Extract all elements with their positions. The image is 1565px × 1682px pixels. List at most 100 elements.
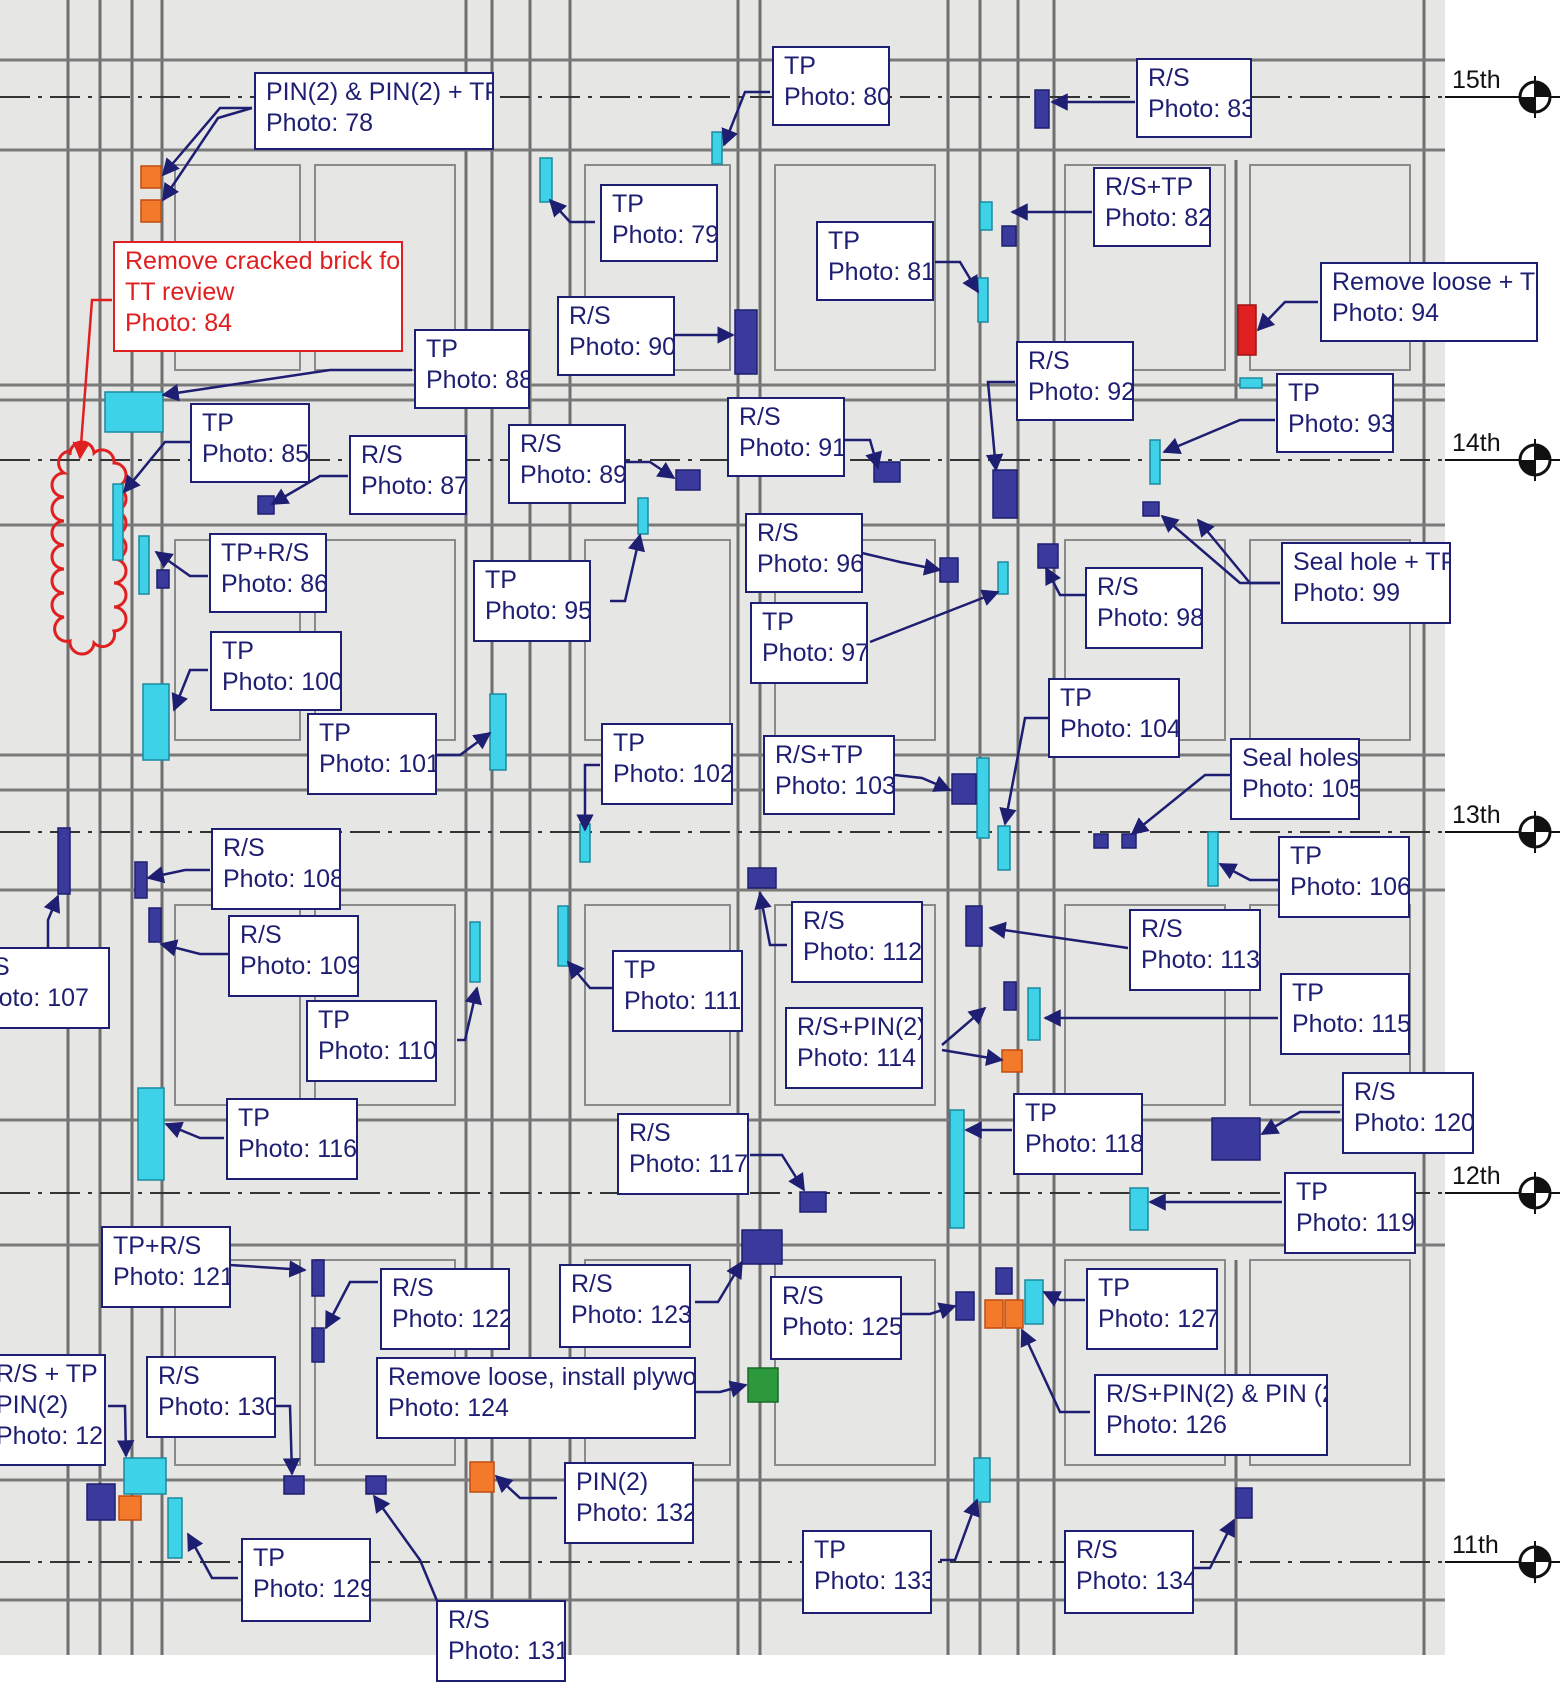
- callout-photo-133[interactable]: TP Photo: 133: [802, 1530, 932, 1614]
- callout-photo-126[interactable]: R/S+PIN(2) & PIN (2) Photo: 126: [1094, 1374, 1328, 1456]
- callout-photo-100[interactable]: TP Photo: 100: [210, 631, 342, 711]
- callout-photo-122[interactable]: R/S Photo: 122: [380, 1268, 510, 1350]
- callout-114-action: R/S+PIN(2): [797, 1013, 923, 1041]
- callout-photo-99[interactable]: Seal hole + TP Photo: 99: [1281, 542, 1451, 624]
- callout-126-action: R/S+PIN(2) & PIN (2): [1106, 1380, 1328, 1408]
- callout-121-action: TP+R/S: [113, 1232, 202, 1260]
- callout-98-action: R/S: [1097, 573, 1139, 601]
- callout-photo-88[interactable]: TP Photo: 88: [414, 329, 530, 409]
- callout-photo-104[interactable]: TP Photo: 104: [1048, 678, 1180, 758]
- callout-photo-95[interactable]: TP Photo: 95: [473, 560, 591, 642]
- callout-photo-114[interactable]: R/S+PIN(2) Photo: 114: [785, 1007, 923, 1089]
- callout-photo-82[interactable]: R/S+TP Photo: 82: [1093, 167, 1211, 247]
- callout-93-photo: Photo: 93: [1288, 410, 1394, 438]
- callout-81-photo: Photo: 81: [828, 258, 934, 286]
- callout-96-photo: Photo: 96: [757, 550, 863, 578]
- callout-photo-119[interactable]: TP Photo: 119: [1284, 1172, 1416, 1254]
- callout-102-action: TP: [613, 729, 645, 757]
- callout-114-photo: Photo: 114: [797, 1044, 917, 1072]
- callout-121-photo: Photo: 121: [113, 1263, 231, 1291]
- callout-130-photo: Photo: 130: [158, 1393, 276, 1421]
- datum-symbol-13th: [1518, 811, 1552, 853]
- callout-photo-128[interactable]: R/S + TP PIN(2) Photo: 128: [0, 1354, 106, 1466]
- callout-photo-83[interactable]: R/S Photo: 83: [1136, 58, 1252, 138]
- callout-photo-85[interactable]: TP Photo: 85: [190, 403, 310, 483]
- callout-photo-131[interactable]: R/S Photo: 131: [436, 1600, 566, 1682]
- callout-111-photo: Photo: 111: [624, 987, 742, 1015]
- callout-108-action: R/S: [223, 834, 265, 862]
- callout-105-photo: Photo: 105: [1242, 775, 1360, 803]
- callout-100-action: TP: [222, 637, 254, 665]
- callout-123-photo: Photo: 123: [571, 1301, 691, 1329]
- callout-92-photo: Photo: 92: [1028, 378, 1134, 406]
- callout-79-photo: Photo: 79: [612, 221, 718, 249]
- callout-photo-118[interactable]: TP Photo: 118: [1013, 1093, 1143, 1175]
- remove-loose-marker: [1237, 304, 1257, 356]
- callout-131-photo: Photo: 131: [448, 1637, 566, 1665]
- callout-photo-79[interactable]: TP Photo: 79: [600, 184, 718, 262]
- callout-photo-130[interactable]: R/S Photo: 130: [146, 1356, 276, 1438]
- callout-122-photo: Photo: 122: [392, 1305, 510, 1333]
- callout-photo-109[interactable]: R/S Photo: 109: [228, 915, 359, 997]
- callout-photo-97[interactable]: TP Photo: 97: [750, 602, 868, 684]
- callout-photo-92[interactable]: R/S Photo: 92: [1016, 341, 1134, 421]
- callout-124-photo: Photo: 124: [388, 1394, 509, 1422]
- callout-photo-129[interactable]: TP Photo: 129: [241, 1538, 371, 1622]
- callout-84-action-2: TT review: [125, 278, 235, 306]
- callout-photo-103[interactable]: R/S+TP Photo: 103: [763, 735, 895, 815]
- callout-photo-101[interactable]: TP Photo: 101: [307, 713, 437, 795]
- callout-photo-120[interactable]: R/S Photo: 120: [1342, 1072, 1474, 1154]
- callout-photo-127[interactable]: TP Photo: 127: [1086, 1268, 1218, 1350]
- callout-109-action: R/S: [240, 921, 282, 949]
- callout-photo-84[interactable]: Remove cracked brick for TT review Photo…: [113, 241, 403, 352]
- callout-101-photo: Photo: 101: [319, 750, 437, 778]
- callout-photo-89[interactable]: R/S Photo: 89: [508, 424, 626, 504]
- callout-photo-112[interactable]: R/S Photo: 112: [791, 901, 923, 983]
- callout-photo-105[interactable]: Seal holes Photo: 105: [1230, 738, 1360, 820]
- callout-112-photo: Photo: 112: [803, 938, 923, 966]
- callout-99-photo: Photo: 99: [1293, 579, 1401, 607]
- callout-photo-102[interactable]: TP Photo: 102: [601, 723, 733, 805]
- callout-94-action: Remove loose + TP: [1332, 268, 1538, 296]
- datum-symbol-15th: [1518, 76, 1552, 118]
- callout-photo-134[interactable]: R/S Photo: 134: [1064, 1530, 1194, 1614]
- callout-photo-111[interactable]: TP Photo: 111: [612, 950, 743, 1032]
- callout-119-photo: Photo: 119: [1296, 1209, 1416, 1237]
- callout-photo-124[interactable]: Remove loose, install plywood Photo: 124: [376, 1357, 696, 1439]
- callout-photo-93[interactable]: TP Photo: 93: [1276, 373, 1394, 453]
- callout-photo-123[interactable]: R/S Photo: 123: [559, 1264, 691, 1348]
- callout-photo-87[interactable]: R/S Photo: 87: [349, 435, 467, 515]
- callout-photo-86[interactable]: TP+R/S Photo: 86: [209, 533, 327, 613]
- callout-132-photo: Photo: 132: [576, 1499, 694, 1527]
- callout-photo-107[interactable]: R/S Photo: 107: [0, 947, 110, 1029]
- floor-label-13th: 13th: [1452, 801, 1501, 829]
- callout-photo-110[interactable]: TP Photo: 110: [306, 1000, 437, 1082]
- callout-photo-78[interactable]: PIN(2) & PIN(2) + TP Photo: 78: [254, 72, 494, 150]
- callout-photo-90[interactable]: R/S Photo: 90: [557, 296, 675, 376]
- callout-photo-132[interactable]: PIN(2) Photo: 132: [564, 1462, 694, 1544]
- callout-123-action: R/S: [571, 1270, 613, 1298]
- callout-photo-125[interactable]: R/S Photo: 125: [770, 1276, 902, 1360]
- callout-87-photo: Photo: 87: [361, 472, 467, 500]
- callout-131-action: R/S: [448, 1606, 490, 1634]
- callout-photo-80[interactable]: TP Photo: 80: [772, 46, 890, 126]
- callout-photo-81[interactable]: TP Photo: 81: [816, 221, 934, 301]
- callout-photo-117[interactable]: R/S Photo: 117: [617, 1113, 749, 1195]
- callout-103-photo: Photo: 103: [775, 772, 895, 800]
- callout-photo-116[interactable]: TP Photo: 116: [226, 1098, 358, 1180]
- callout-78-photo: Photo: 78: [266, 109, 374, 137]
- callout-photo-113[interactable]: R/S Photo: 113: [1129, 909, 1261, 991]
- callout-109-photo: Photo: 109: [240, 952, 359, 980]
- callout-photo-98[interactable]: R/S Photo: 98: [1085, 567, 1203, 649]
- callout-128-photo: Photo: 128: [0, 1422, 104, 1450]
- callout-photo-96[interactable]: R/S Photo: 96: [745, 513, 863, 593]
- callout-photo-115[interactable]: TP Photo: 115: [1280, 973, 1410, 1055]
- callout-88-action: TP: [426, 335, 458, 363]
- callout-photo-94[interactable]: Remove loose + TP Photo: 94: [1320, 262, 1538, 342]
- callout-photo-108[interactable]: R/S Photo: 108: [211, 828, 341, 910]
- red-leader-line: [72, 298, 112, 460]
- callout-photo-121[interactable]: TP+R/S Photo: 121: [101, 1226, 231, 1308]
- callout-photo-106[interactable]: TP Photo: 106: [1278, 836, 1410, 918]
- callout-photo-91[interactable]: R/S Photo: 91: [727, 397, 845, 477]
- callout-95-action: TP: [485, 566, 517, 594]
